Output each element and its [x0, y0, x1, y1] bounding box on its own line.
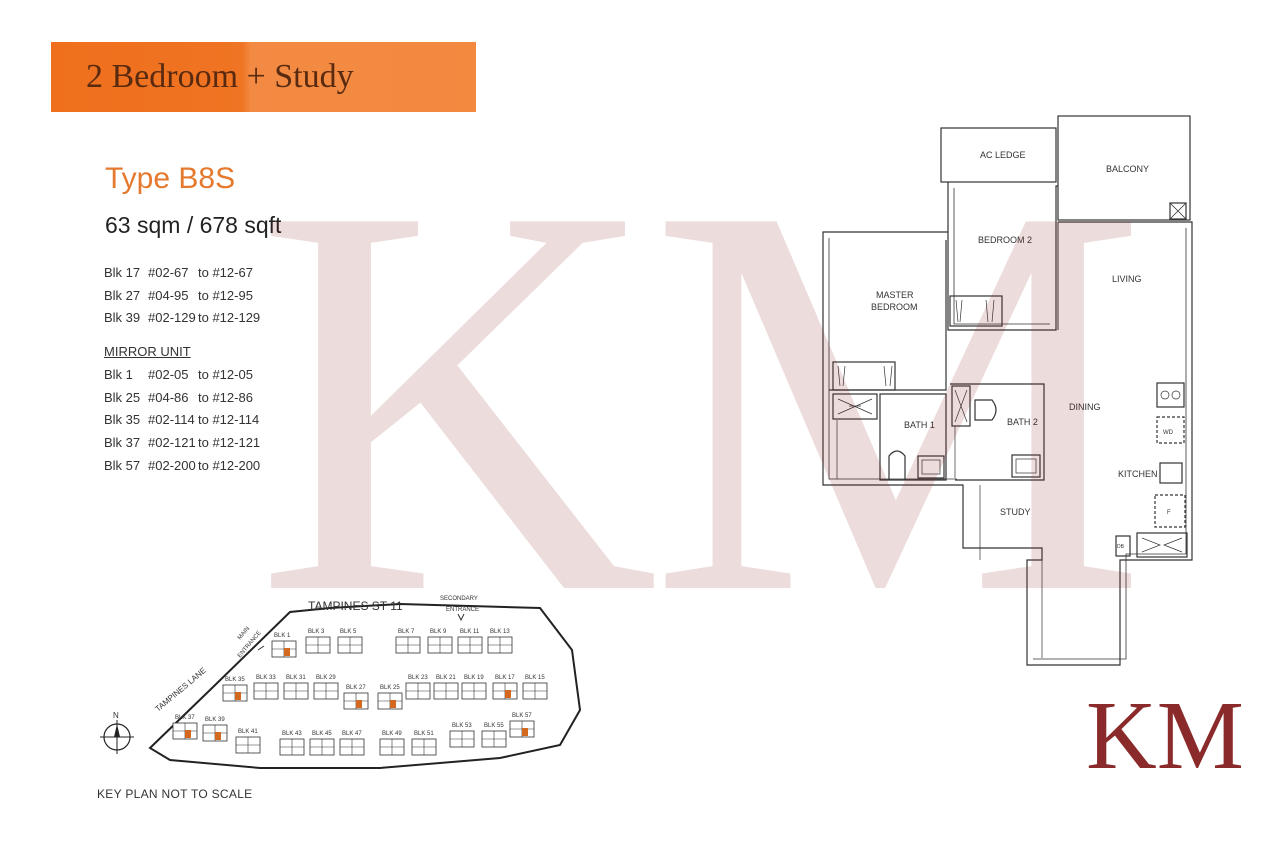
highlighted-unit-marker — [215, 732, 221, 740]
north-label: N — [113, 711, 119, 720]
balcony-outline — [1057, 115, 1191, 221]
label-bath2: BATH 2 — [1007, 417, 1038, 427]
road-tampines-st11: TAMPINES ST 11 — [308, 599, 403, 613]
label-living: LIVING — [1112, 274, 1142, 284]
kitchen-hob — [1156, 382, 1185, 408]
label-balcony: BALCONY — [1106, 164, 1149, 174]
label-study: STUDY — [1000, 507, 1031, 517]
block-label: BLK 29 — [316, 675, 336, 681]
block-label: BLK 5 — [340, 629, 357, 635]
north-arrow-icon — [100, 720, 134, 754]
highlighted-unit-marker — [235, 692, 241, 700]
label-bedroom2: BEDROOM 2 — [978, 235, 1032, 245]
block-group: BLK 1 BLK 3 BLK 5 BLK 7 BLK 9 BLK 11 BLK 13 BLK… — [172, 629, 548, 756]
block-label: BLK 55 — [484, 723, 504, 729]
block-label: BLK 45 — [312, 731, 332, 737]
highlighted-unit-marker — [522, 728, 528, 736]
highlighted-unit-marker — [356, 700, 362, 708]
road-tampines-lane: TAMPINES LANE — [154, 666, 208, 714]
fridge-space — [1154, 494, 1186, 528]
main-entrance-label-1: MAIN — [237, 626, 251, 641]
master-wardrobe — [832, 361, 896, 391]
block-label: BLK 11 — [460, 629, 480, 635]
bath1-basin — [917, 455, 945, 479]
block-label: BLK 35 — [225, 677, 245, 683]
block-label: BLK 51 — [414, 731, 434, 737]
block-label: BLK 47 — [342, 731, 362, 737]
kitchen-sink — [1159, 462, 1183, 484]
highlighted-unit-marker — [505, 690, 511, 698]
label-db: DB — [1117, 544, 1125, 550]
highlighted-unit-marker — [185, 730, 191, 738]
banner-title: 2 Bedroom + Study — [86, 58, 354, 95]
bedroom2-wardrobe — [949, 295, 1003, 327]
bath2-basin — [1011, 454, 1041, 478]
block-label: BLK 53 — [452, 723, 472, 729]
label-wd: WD — [1163, 430, 1174, 436]
km-logo: KM — [1086, 682, 1244, 790]
block-label: BLK 23 — [408, 675, 428, 681]
block-label: BLK 25 — [380, 685, 400, 691]
ac-ledge-outline — [940, 127, 1057, 183]
block-label: BLK 37 — [175, 715, 195, 721]
bath1-shower — [832, 393, 878, 420]
bath2-toilet — [974, 399, 997, 421]
label-ac-ledge: AC LEDGE — [980, 150, 1026, 160]
block-label: BLK 17 — [495, 675, 515, 681]
bath1-wall — [879, 393, 947, 481]
block-label: BLK 21 — [436, 675, 456, 681]
block-label: BLK 3 — [308, 629, 325, 635]
label-bath1: BATH 1 — [904, 420, 935, 430]
block-label: BLK 43 — [282, 731, 302, 737]
key-plan-caption: KEY PLAN NOT TO SCALE — [97, 787, 253, 801]
secondary-entrance-label-2: ENTRANCE — [446, 607, 479, 613]
bedroom2-wall — [947, 182, 1058, 331]
block-label: BLK 9 — [430, 629, 447, 635]
label-master-1: MASTER — [876, 290, 914, 300]
label-master-2: BEDROOM — [871, 302, 918, 312]
label-fridge: F — [1167, 510, 1171, 516]
unit-area: 63 sqm / 678 sqft — [105, 212, 282, 238]
kitchen-ledge — [1136, 532, 1188, 558]
label-dining: DINING — [1069, 402, 1101, 412]
block-label: BLK 27 — [346, 685, 366, 691]
block-label: BLK 1 — [274, 633, 291, 639]
site-boundary — [148, 602, 582, 769]
block-label: BLK 31 — [286, 675, 306, 681]
bath2-shower — [951, 385, 971, 427]
highlighted-unit-marker — [390, 700, 396, 708]
secondary-entrance-label-1: SECONDARY — [440, 596, 478, 602]
block-label: BLK 57 — [512, 713, 532, 719]
title-banner — [51, 42, 476, 112]
mirror-unit-heading: MIRROR UNIT — [104, 344, 191, 360]
bath2-wall — [950, 383, 1045, 481]
label-kitchen: KITCHEN — [1118, 469, 1158, 479]
block-label: BLK 49 — [382, 731, 402, 737]
block-label: BLK 13 — [490, 629, 510, 635]
db-box — [1115, 535, 1131, 557]
washer-dryer — [1156, 416, 1185, 444]
block-label: BLK 33 — [256, 675, 276, 681]
unit-type-title: Type B8S — [105, 162, 236, 195]
block-label: BLK 19 — [464, 675, 484, 681]
highlighted-unit-marker — [284, 648, 290, 656]
block-label: BLK 7 — [398, 629, 415, 635]
block-label: BLK 41 — [238, 729, 258, 735]
unit-outer-wall — [822, 221, 1193, 666]
block-label: BLK 39 — [205, 717, 225, 723]
bath1-toilet — [888, 450, 906, 480]
block-label: BLK 15 — [525, 675, 545, 681]
balcony-drain — [1169, 202, 1187, 220]
